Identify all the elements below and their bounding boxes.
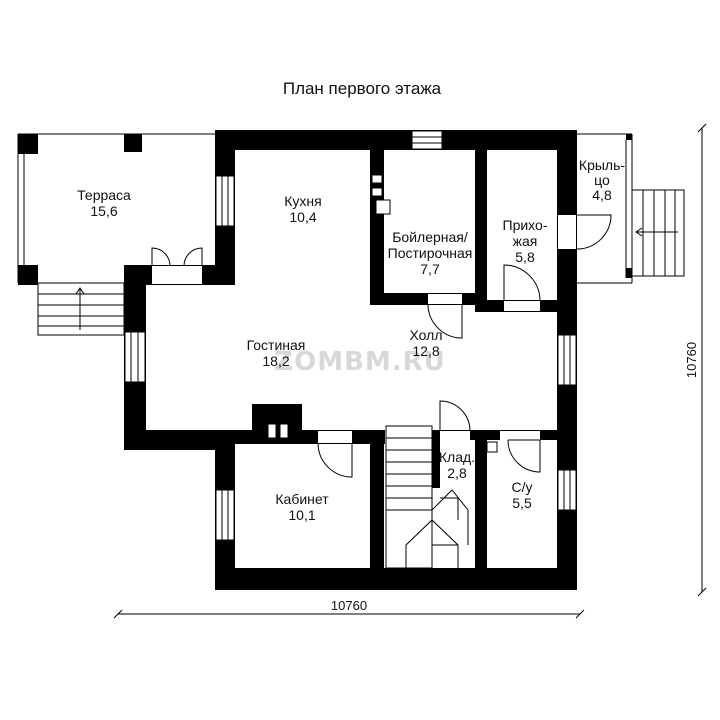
room-area: 18,2 xyxy=(262,353,289,369)
room-name-line2: цо xyxy=(594,172,610,188)
doors xyxy=(151,214,612,478)
entrance-door-swing xyxy=(576,214,612,250)
room-area: 15,6 xyxy=(90,203,117,219)
room-living: Гостиная 18,2 xyxy=(247,337,306,369)
window xyxy=(411,130,443,150)
room-name-line1: Прихо- xyxy=(503,217,548,233)
window xyxy=(124,331,146,383)
room-name: Холл xyxy=(410,327,443,343)
room-name: Клад. xyxy=(439,449,475,465)
room-area: 5,5 xyxy=(512,495,532,511)
plan-title: План первого этажа xyxy=(283,79,442,98)
room-name-line2: Постирочная xyxy=(388,245,473,261)
door-swing xyxy=(151,247,171,267)
porch-structure xyxy=(577,133,685,284)
room-area: 7,7 xyxy=(420,261,440,277)
room-name: Кухня xyxy=(284,193,321,209)
window xyxy=(557,334,577,386)
window xyxy=(557,469,577,511)
room-area: 12,8 xyxy=(412,343,439,359)
room-name: Терраса xyxy=(77,187,131,203)
room-area: 10,4 xyxy=(289,209,316,225)
interior-stairs xyxy=(385,425,469,569)
door-swing xyxy=(507,439,541,473)
dimension-vertical: 10760 xyxy=(684,123,707,597)
room-name: С/у xyxy=(512,479,533,495)
room-storage: Клад. 2,8 xyxy=(439,449,475,481)
room-area: 2,8 xyxy=(447,465,467,481)
window xyxy=(215,489,235,541)
terrace-post xyxy=(124,134,142,152)
room-boiler: Бойлерная/ Постирочная 7,7 xyxy=(388,229,473,277)
room-name-line1: Крыль- xyxy=(579,157,625,173)
room-name: Гостиная xyxy=(247,337,306,353)
dimension-vertical-label: 10760 xyxy=(684,342,699,378)
windows xyxy=(124,130,577,541)
room-name: Кабинет xyxy=(275,491,329,507)
door-opening xyxy=(152,266,202,284)
porch-stairs xyxy=(631,189,685,277)
door-swing xyxy=(439,400,471,432)
window xyxy=(215,175,235,227)
terrace-post xyxy=(18,265,38,285)
room-name-line1: Бойлерная/ xyxy=(392,229,468,245)
terrace-stairs xyxy=(37,282,125,336)
room-area: 5,8 xyxy=(515,249,535,265)
room-name-line2: жая xyxy=(513,233,538,249)
dimension-horizontal: 10760 xyxy=(113,598,585,619)
room-hallway: Прихо- жая 5,8 xyxy=(503,217,548,265)
door-swing xyxy=(317,442,353,478)
room-terrace: Терраса 15,6 xyxy=(77,187,131,219)
terrace-post xyxy=(18,134,38,154)
door-swing xyxy=(503,264,541,302)
room-hall: Холл 12,8 xyxy=(410,327,443,359)
room-area: 4,8 xyxy=(592,187,612,203)
door-swing xyxy=(183,247,203,267)
room-bathroom: С/у 5,5 xyxy=(512,479,533,511)
room-area: 10,1 xyxy=(288,507,315,523)
terrace-structure xyxy=(17,133,215,336)
room-study: Кабинет 10,1 xyxy=(275,491,329,523)
room-porch: Крыль- цо 4,8 xyxy=(579,157,625,203)
room-kitchen: Кухня 10,4 xyxy=(284,193,321,225)
watermark: ZOMBM.RU xyxy=(274,347,446,377)
dimension-horizontal-label: 10760 xyxy=(331,598,367,613)
vent-blocks xyxy=(267,174,498,453)
door-swing xyxy=(427,303,463,339)
